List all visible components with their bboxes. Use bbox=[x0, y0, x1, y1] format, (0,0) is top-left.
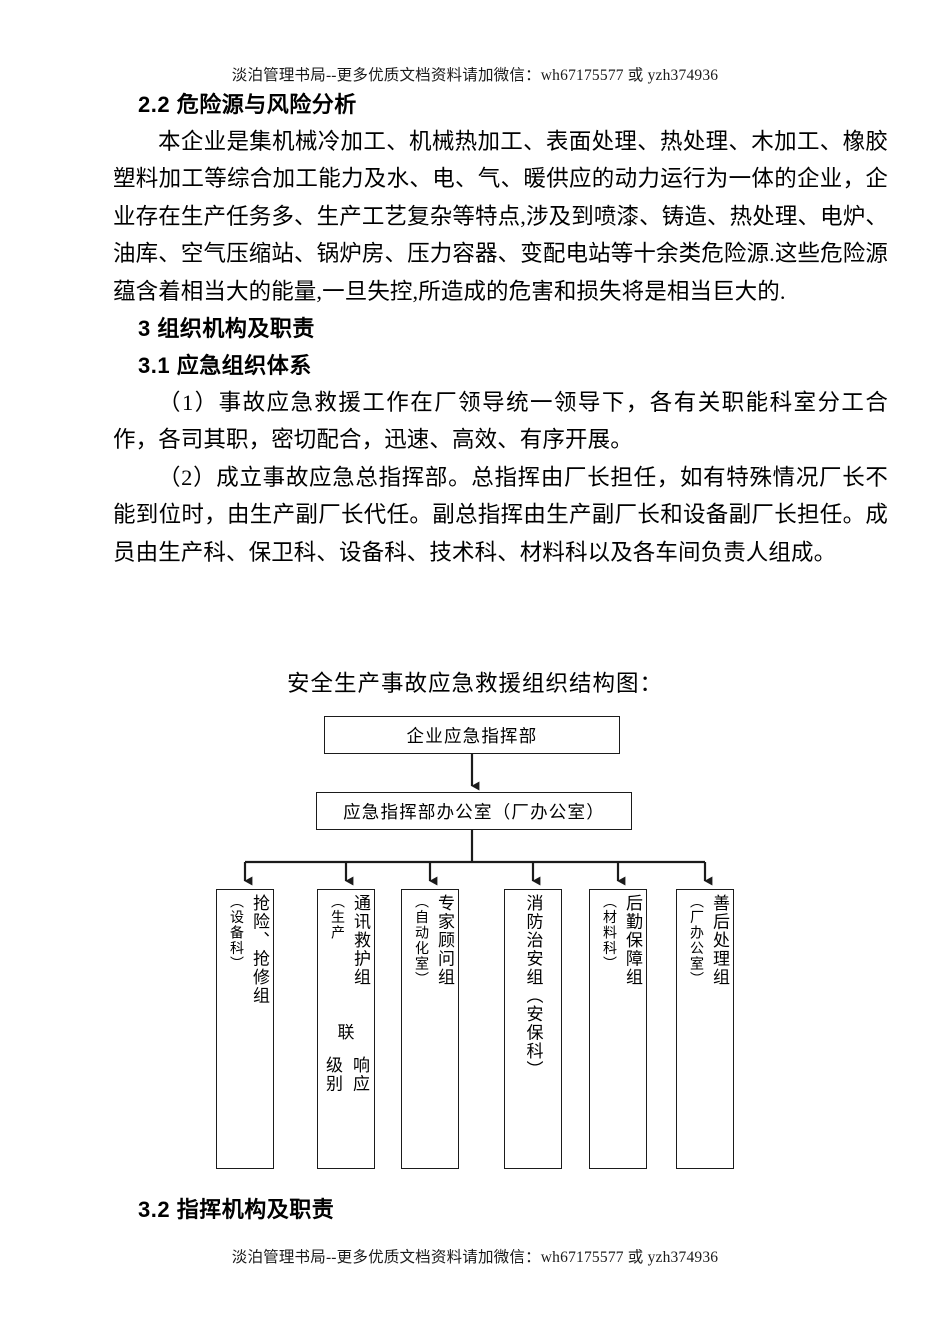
org-node-communication-rescue-extra-a: 联 bbox=[337, 1023, 355, 1042]
org-node-aftermath: 善后处理组 （厂办公室） bbox=[676, 889, 734, 1169]
org-node-rescue-repair-line2: （设备科） bbox=[228, 894, 243, 972]
org-chart: 安全生产事故应急救援组织结构图： 企业应急指挥部 应急指挥部办公室（厂办公室） bbox=[0, 666, 950, 1186]
org-node-communication-rescue-line2: （生产 bbox=[329, 894, 344, 941]
org-node-expert-advisory-line2: （自动化室） bbox=[413, 894, 428, 987]
org-node-fire-security-line1: 消防治安组（安保科） bbox=[523, 894, 543, 1079]
org-node-expert-advisory-line1: 专家顾问组 bbox=[435, 894, 454, 987]
org-node-office: 应急指挥部办公室（厂办公室） bbox=[316, 792, 632, 830]
heading-3: 3 组织机构及职责 bbox=[138, 316, 315, 342]
org-node-expert-advisory: 专家顾问组 （自动化室） bbox=[401, 889, 459, 1169]
org-node-rescue-repair-line1: 抢险、抢修组 bbox=[250, 894, 269, 1005]
text-body: 2.2 危险源与风险分析 本企业是集机械冷加工、机械热加工、表面处理、热处理、木… bbox=[113, 86, 888, 571]
heading-2-2: 2.2 危险源与风险分析 bbox=[138, 92, 357, 117]
heading-3-1: 3.1 应急组织体系 bbox=[138, 353, 312, 379]
org-node-logistics: 后勤保障组 （材料科） bbox=[589, 889, 647, 1169]
org-node-aftermath-line2: （厂办公室） bbox=[688, 894, 703, 987]
org-node-logistics-line2: （材料科） bbox=[601, 894, 616, 972]
org-node-fire-security: 消防治安组（安保科） bbox=[504, 889, 562, 1169]
paragraph-3-1-2: （2）成立事故应急总指挥部。总指挥由厂长担任，如有特殊情况厂长不能到位时，由生产… bbox=[113, 464, 888, 565]
org-node-root: 企业应急指挥部 bbox=[324, 716, 620, 754]
paragraph-2-2: 本企业是集机械冷加工、机械热加工、表面处理、热处理、木加工、橡胶塑料加工等综合加… bbox=[113, 129, 888, 304]
org-node-communication-rescue-extra-b2: 级别 bbox=[323, 1056, 342, 1093]
header-watermark: 淡泊管理书局--更多优质文档资料请加微信：wh67175577 或 yzh374… bbox=[231, 67, 719, 84]
org-node-logistics-line1: 后勤保障组 bbox=[623, 894, 642, 987]
org-node-communication-rescue-line1: 通讯救护组 bbox=[351, 894, 370, 987]
org-node-rescue-repair: 抢险、抢修组 （设备科） bbox=[216, 889, 274, 1169]
org-chart-title: 安全生产事故应急救援组织结构图： bbox=[286, 671, 663, 696]
org-node-aftermath-line1: 善后处理组 bbox=[710, 894, 729, 987]
org-node-communication-rescue: 通讯救护组 （生产 联 响应 级别 bbox=[317, 889, 375, 1169]
heading-3-2: 3.2 指挥机构及职责 bbox=[138, 1197, 335, 1222]
org-node-communication-rescue-extra-b1: 响应 bbox=[350, 1056, 369, 1093]
footer-watermark: 淡泊管理书局--更多优质文档资料请加微信：wh67175577 或 yzh374… bbox=[231, 1249, 719, 1266]
paragraph-3-1-1: （1）事故应急救援工作在厂领导统一领导下，各有关职能科室分工合作，各司其职，密切… bbox=[113, 390, 888, 453]
